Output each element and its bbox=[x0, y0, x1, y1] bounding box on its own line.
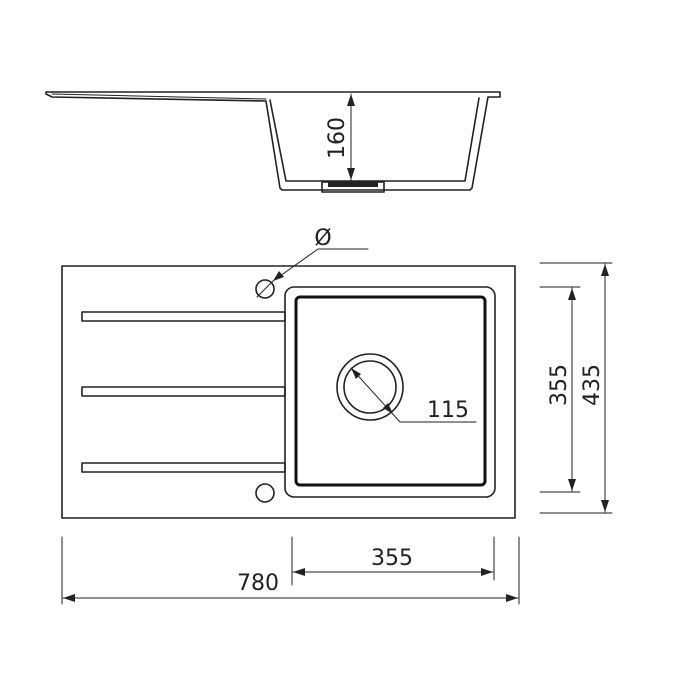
bowl-length-arrow-top bbox=[568, 288, 576, 300]
bowl-width-arrow-left bbox=[293, 568, 305, 576]
depth-arrow-bottom bbox=[347, 168, 355, 180]
tap-hole-bottom bbox=[255, 483, 275, 503]
tap-hole-leader bbox=[256, 248, 369, 298]
tap-hole-diameter-label: Ø bbox=[314, 226, 331, 251]
overall-depth-arrow-bottom bbox=[601, 500, 609, 512]
bowl-length-arrow-bottom bbox=[568, 479, 576, 491]
bowl-inner bbox=[294, 295, 487, 487]
overall-depth-label: 435 bbox=[580, 364, 605, 406]
drain-leader-arrow-b bbox=[383, 403, 393, 414]
drainboard-rib bbox=[81, 462, 286, 473]
drainboard-ribs bbox=[81, 311, 286, 473]
side-view-drain-fill bbox=[328, 182, 378, 187]
vertical-dimensions: 355 435 bbox=[539, 262, 613, 514]
overall-depth-arrow-top bbox=[601, 264, 609, 276]
bowl-width-arrow-right bbox=[481, 568, 493, 576]
depth-dimension-label: 160 bbox=[325, 117, 350, 159]
tap-hole-leader-arrow bbox=[273, 271, 284, 281]
drain-outer bbox=[336, 353, 404, 421]
drainboard-rib bbox=[81, 386, 286, 397]
side-view-bowl-inner bbox=[269, 97, 480, 182]
side-view-outline bbox=[45, 91, 501, 191]
drain-leader bbox=[350, 367, 477, 423]
bowl-length-label: 355 bbox=[547, 364, 572, 406]
side-view-drainboard-slope bbox=[51, 93, 267, 100]
top-plan-view: Ø 115 bbox=[61, 226, 516, 519]
drain-inner bbox=[343, 360, 397, 414]
drain-diameter-label: 115 bbox=[427, 398, 469, 423]
drain-leader-arrow-a bbox=[351, 368, 361, 379]
drainboard-rib bbox=[81, 311, 286, 322]
overall-width-arrow-left bbox=[63, 594, 75, 602]
sink-outline bbox=[61, 265, 516, 519]
bowl-width-label: 355 bbox=[371, 546, 413, 571]
depth-arrow-top bbox=[347, 94, 355, 106]
overall-width-label: 780 bbox=[237, 571, 279, 596]
tap-hole-top bbox=[255, 279, 275, 299]
side-section-view: 160 bbox=[45, 91, 501, 193]
bowl-outer bbox=[284, 286, 496, 498]
overall-width-arrow-right bbox=[506, 594, 518, 602]
horizontal-dimensions: 355 780 bbox=[61, 536, 520, 605]
